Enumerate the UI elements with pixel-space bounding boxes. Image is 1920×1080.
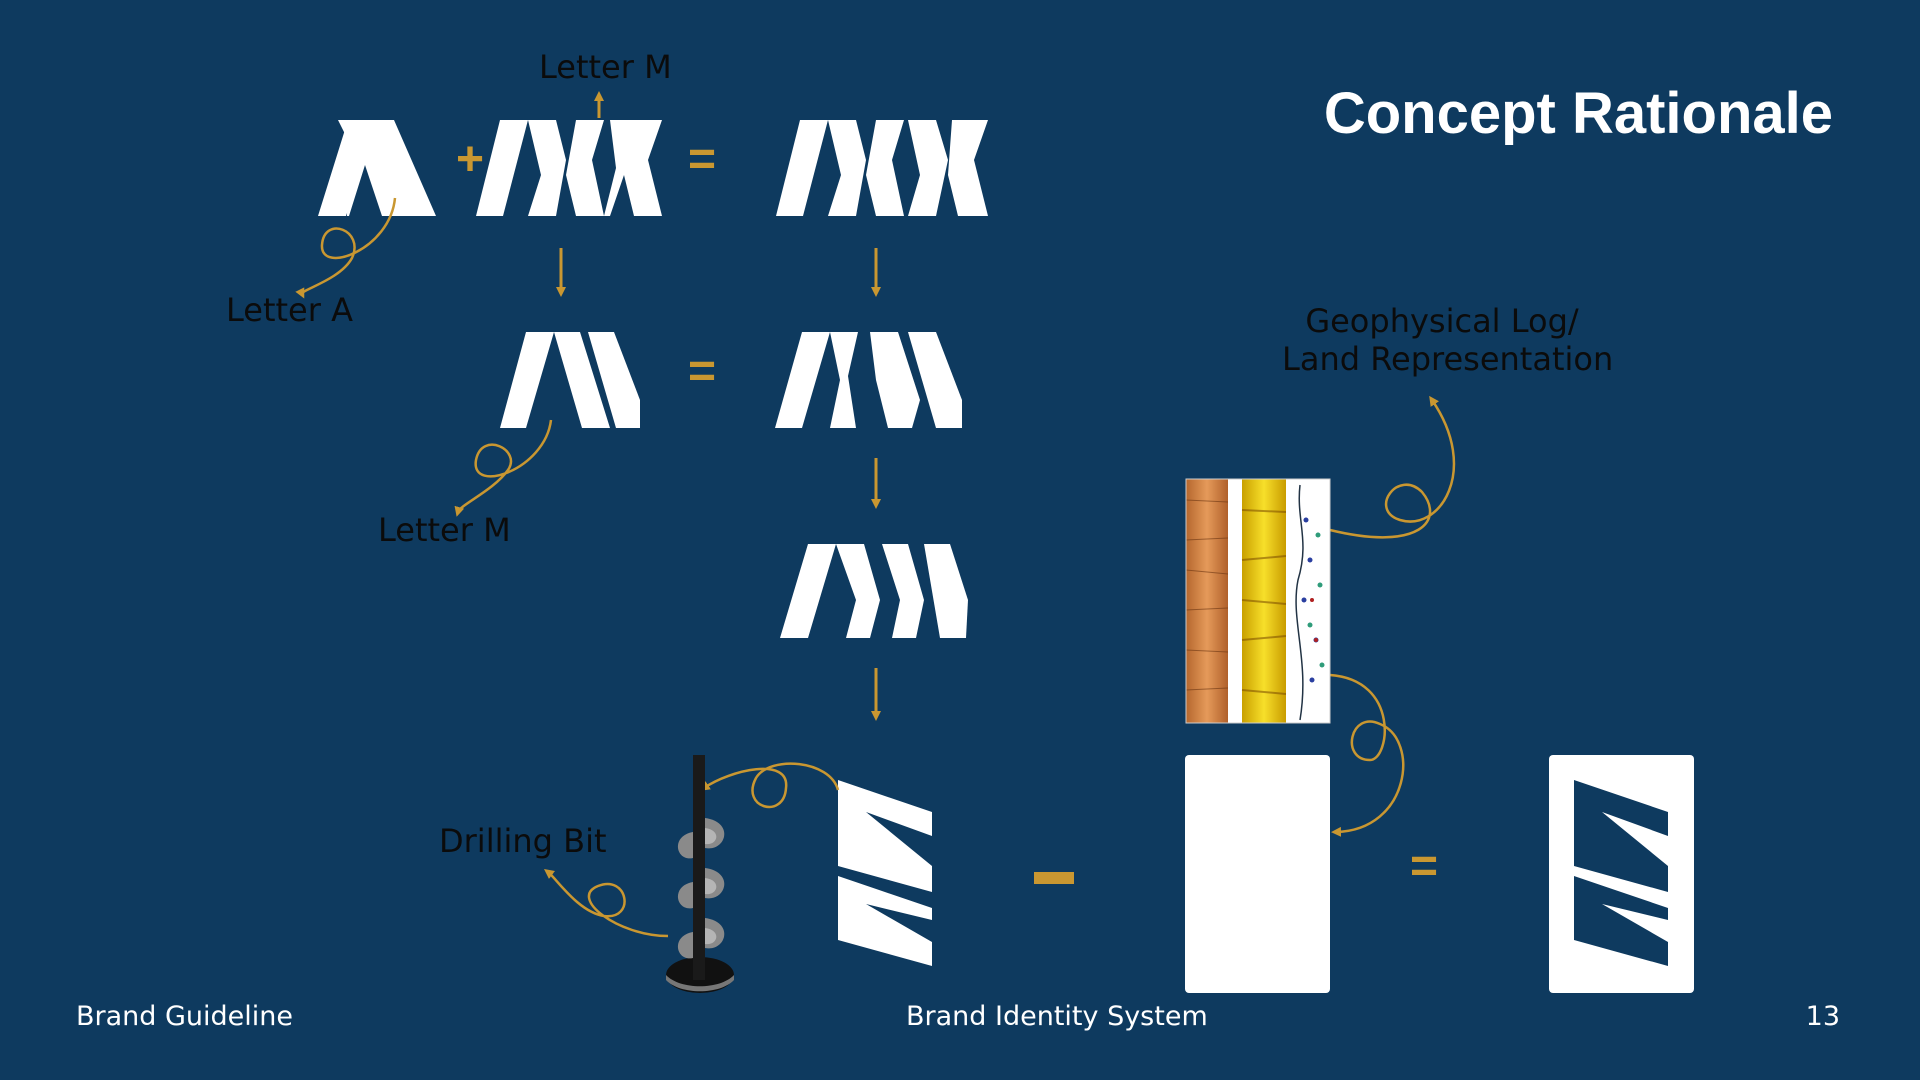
m-shape-row2-result: [775, 332, 962, 428]
equals-operator-row1: =: [688, 133, 717, 186]
footer-center: Brand Identity System: [906, 1001, 1208, 1032]
label-letter-m-mid: Letter M: [378, 511, 511, 549]
m-shape-row3: [780, 544, 968, 638]
label-geophysical-log: Geophysical Log/ Land Representation: [1282, 302, 1614, 379]
final-logo: [1549, 755, 1694, 993]
plus-operator: +: [456, 133, 485, 186]
label-letter-m-top: Letter M: [539, 48, 672, 86]
white-rectangle: [1185, 755, 1330, 993]
flow-arrows: [556, 91, 881, 721]
minus-operator: [1034, 872, 1074, 884]
curly-arrows: [295, 197, 1456, 938]
equals-operator-row2: =: [688, 345, 717, 398]
geophysical-log-image: [1185, 478, 1331, 724]
page-title: Concept Rationale: [1323, 81, 1833, 146]
label-drilling-bit: Drilling Bit: [439, 822, 607, 860]
letter-m-shape-row2: [500, 332, 640, 428]
page-number: 13: [1805, 1001, 1840, 1032]
drilling-bit-graphic: [666, 755, 734, 993]
footer-left: Brand Guideline: [76, 1001, 294, 1032]
rotated-mark-shape: [838, 780, 932, 966]
label-letter-a: Letter A: [226, 291, 353, 329]
equals-operator-row4: =: [1410, 840, 1439, 893]
label-geophysical-log-line1: Geophysical Log/: [1305, 302, 1579, 340]
label-geophysical-log-line2: Land Representation: [1282, 340, 1614, 379]
letter-m-shape-row1: [476, 120, 662, 216]
combined-shape-row1: [776, 120, 988, 216]
